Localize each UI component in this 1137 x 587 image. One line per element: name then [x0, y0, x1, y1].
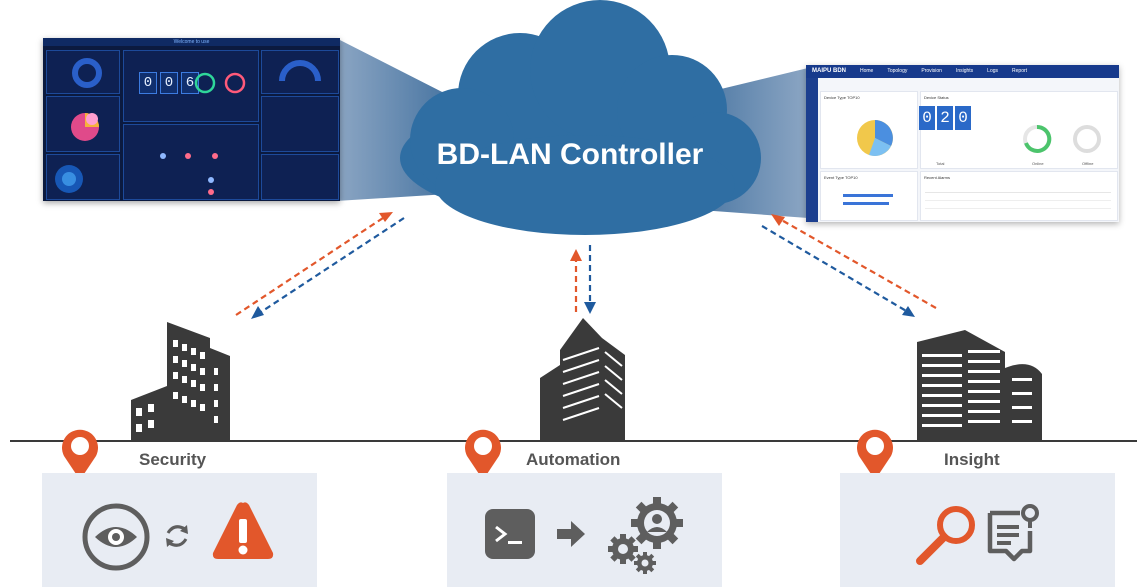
- insight-box: [840, 473, 1115, 587]
- magnifier-icon: [916, 506, 975, 565]
- status-label: Total: [936, 161, 945, 166]
- nav-item[interactable]: Report: [1012, 68, 1028, 74]
- eye-icon: [82, 503, 150, 571]
- nav-item[interactable]: Provision: [921, 68, 942, 74]
- arrow-right-icon: [557, 521, 585, 547]
- dark-panel: [261, 154, 339, 200]
- digit: 6: [181, 72, 199, 94]
- arrow-center: [570, 245, 596, 314]
- arrow-left: [235, 212, 405, 319]
- status-gauges: [1023, 124, 1101, 153]
- dark-panel: [123, 124, 259, 200]
- light-dashboard-nav: MAIPU BDN Home Topology Provision Insigh…: [806, 65, 1119, 78]
- panel-title: Recent Alarms: [924, 175, 951, 180]
- table-divider: [925, 192, 1111, 193]
- status-label: Offline: [1082, 161, 1094, 166]
- nav-item[interactable]: Logs: [987, 68, 999, 74]
- semi-gauge-icon: [279, 60, 321, 82]
- dark-digit-counter: 0 0 6: [139, 72, 199, 94]
- dark-dashboard-header: Welcome to use: [43, 38, 340, 46]
- security-box: [42, 473, 317, 587]
- site-label-insight: Insight: [944, 450, 1000, 469]
- building-icon: [917, 330, 1042, 440]
- digit: 0: [955, 106, 971, 130]
- device-status-panel: Device Status: [920, 91, 1118, 169]
- gear-user-icon: [608, 497, 683, 574]
- digit: 2: [937, 106, 953, 130]
- location-pin-icon: [62, 429, 98, 480]
- light-digit-counter: 0 2 0: [919, 106, 971, 130]
- gauge-icons: [194, 72, 246, 94]
- light-sidebar: [806, 78, 818, 222]
- topology-icon: [160, 153, 218, 195]
- status-label: Online: [1032, 161, 1044, 166]
- device-type-panel: Device Type TOP10: [820, 91, 918, 169]
- event-type-panel: Event Type TOP10: [820, 171, 918, 221]
- cloud-shape: [400, 0, 761, 235]
- nav-item[interactable]: Home: [860, 68, 874, 74]
- light-dashboard-preview: MAIPU BDN Home Topology Provision Insigh…: [806, 65, 1119, 222]
- report-icon: [987, 504, 1039, 562]
- location-pin-icon: [857, 429, 893, 480]
- location-pin-icon: [465, 429, 501, 480]
- building-icon: [540, 318, 625, 440]
- radar-icon: [55, 165, 83, 193]
- panel-title: Event Type TOP10: [824, 175, 858, 180]
- dark-panel: [261, 50, 339, 94]
- event-bar: [843, 194, 893, 197]
- nav-item[interactable]: Topology: [887, 68, 908, 74]
- digit: 0: [919, 106, 935, 130]
- cloud-title: BD-LAN Controller: [436, 138, 704, 171]
- sync-icon: [166, 525, 188, 547]
- site-label-automation: Automation: [526, 450, 621, 469]
- site-label-security: Security: [139, 450, 207, 469]
- panel-title: Device Type TOP10: [824, 95, 860, 100]
- dark-panel: [46, 50, 120, 94]
- warning-icon: [212, 502, 274, 559]
- event-bar: [843, 202, 889, 205]
- dark-panel: [46, 96, 120, 152]
- dark-panel: [46, 154, 120, 200]
- terminal-icon: [485, 509, 535, 559]
- panel-title: Device Status: [924, 95, 949, 100]
- table-divider: [925, 200, 1111, 201]
- digit: 0: [160, 72, 178, 94]
- dark-dashboard-preview: Welcome to use 0 0 6: [43, 38, 340, 201]
- table-divider: [925, 208, 1111, 209]
- recent-alarms-panel: Recent Alarms: [920, 171, 1118, 221]
- ground-line: [10, 440, 1137, 442]
- automation-box: [447, 473, 722, 587]
- donut-icon: [72, 58, 102, 88]
- digit: 0: [139, 72, 157, 94]
- nav-item[interactable]: Insights: [955, 68, 974, 74]
- pie-icon: [71, 113, 99, 141]
- brand-logo: MAIPU BDN: [812, 68, 846, 74]
- pie-chart-icon: [857, 120, 893, 156]
- arrow-right: [761, 214, 937, 317]
- building-icon: [131, 322, 230, 440]
- dark-panel: [261, 96, 339, 152]
